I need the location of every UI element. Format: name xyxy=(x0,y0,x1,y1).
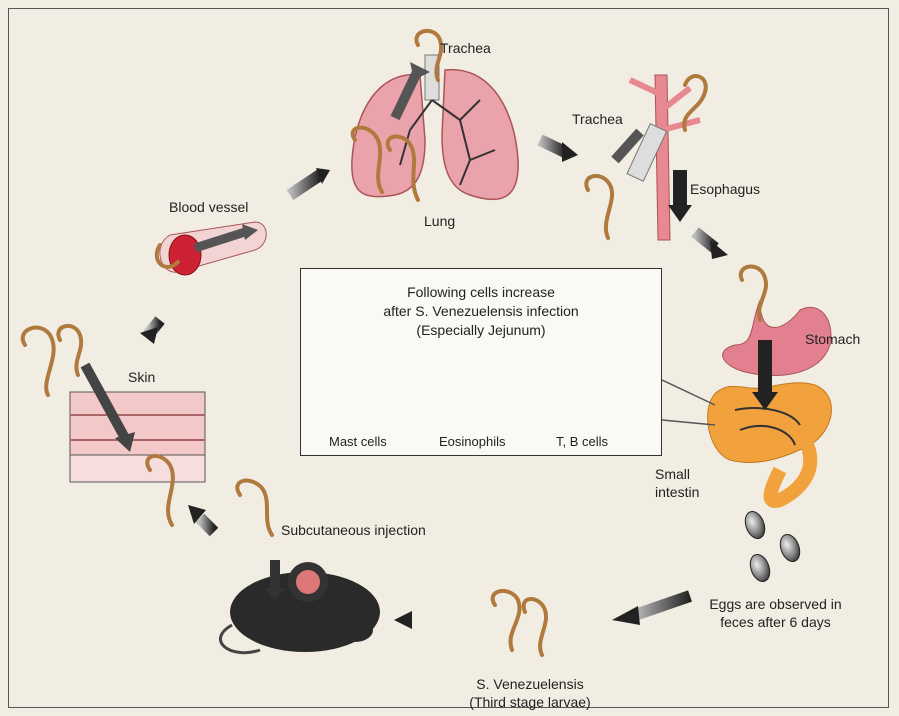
info-line-3: (Especially Jejunum) xyxy=(301,321,661,340)
label-eggs: Eggs are observed in feces after 6 days xyxy=(688,596,863,631)
info-line-1: Following cells increase xyxy=(301,283,661,302)
label-larvae-line1: S. Venezuelensis xyxy=(440,676,620,694)
label-stomach: Stomach xyxy=(805,331,860,349)
label-small-intestine-line2: intestin xyxy=(655,484,699,502)
info-pointer-lines xyxy=(662,380,715,425)
arrow-to-mouse xyxy=(394,611,412,629)
label-eggs-line2: feces after 6 days xyxy=(688,614,863,632)
trachea-esophagus-illustration xyxy=(615,75,700,240)
label-mast-cells: Mast cells xyxy=(329,434,387,449)
arrow-to-larvae xyxy=(612,606,640,625)
info-line-2: after S. Venezuelensis infection xyxy=(301,302,661,321)
label-trachea-right: Trachea xyxy=(572,111,623,129)
label-small-intestine-line1: Small xyxy=(655,466,699,484)
blood-vessel-illustration xyxy=(160,222,266,275)
label-small-intestine: Small intestin xyxy=(655,466,699,501)
label-blood-vessel: Blood vessel xyxy=(169,199,248,217)
label-larvae: S. Venezuelensis (Third stage larvae) xyxy=(440,676,620,711)
label-esophagus: Esophagus xyxy=(690,181,760,199)
info-box-text: Following cells increase after S. Venezu… xyxy=(301,283,661,340)
label-tb-cells: T, B cells xyxy=(556,434,608,449)
eggs-illustration xyxy=(742,509,803,584)
label-eggs-line1: Eggs are observed in xyxy=(688,596,863,614)
label-larvae-line2: (Third stage larvae) xyxy=(440,694,620,712)
label-eosinophils: Eosinophils xyxy=(439,434,506,449)
worm-skin-left xyxy=(23,328,54,395)
label-injection: Subcutaneous injection xyxy=(281,522,426,540)
label-skin: Skin xyxy=(128,369,155,387)
label-lung: Lung xyxy=(424,213,455,231)
info-box: Following cells increase after S. Venezu… xyxy=(300,268,662,456)
mouse-illustration xyxy=(220,560,380,653)
label-trachea-top: Trachea xyxy=(440,40,491,58)
arrow-to-trachea xyxy=(562,142,578,162)
arrow-to-stomach xyxy=(710,240,728,259)
